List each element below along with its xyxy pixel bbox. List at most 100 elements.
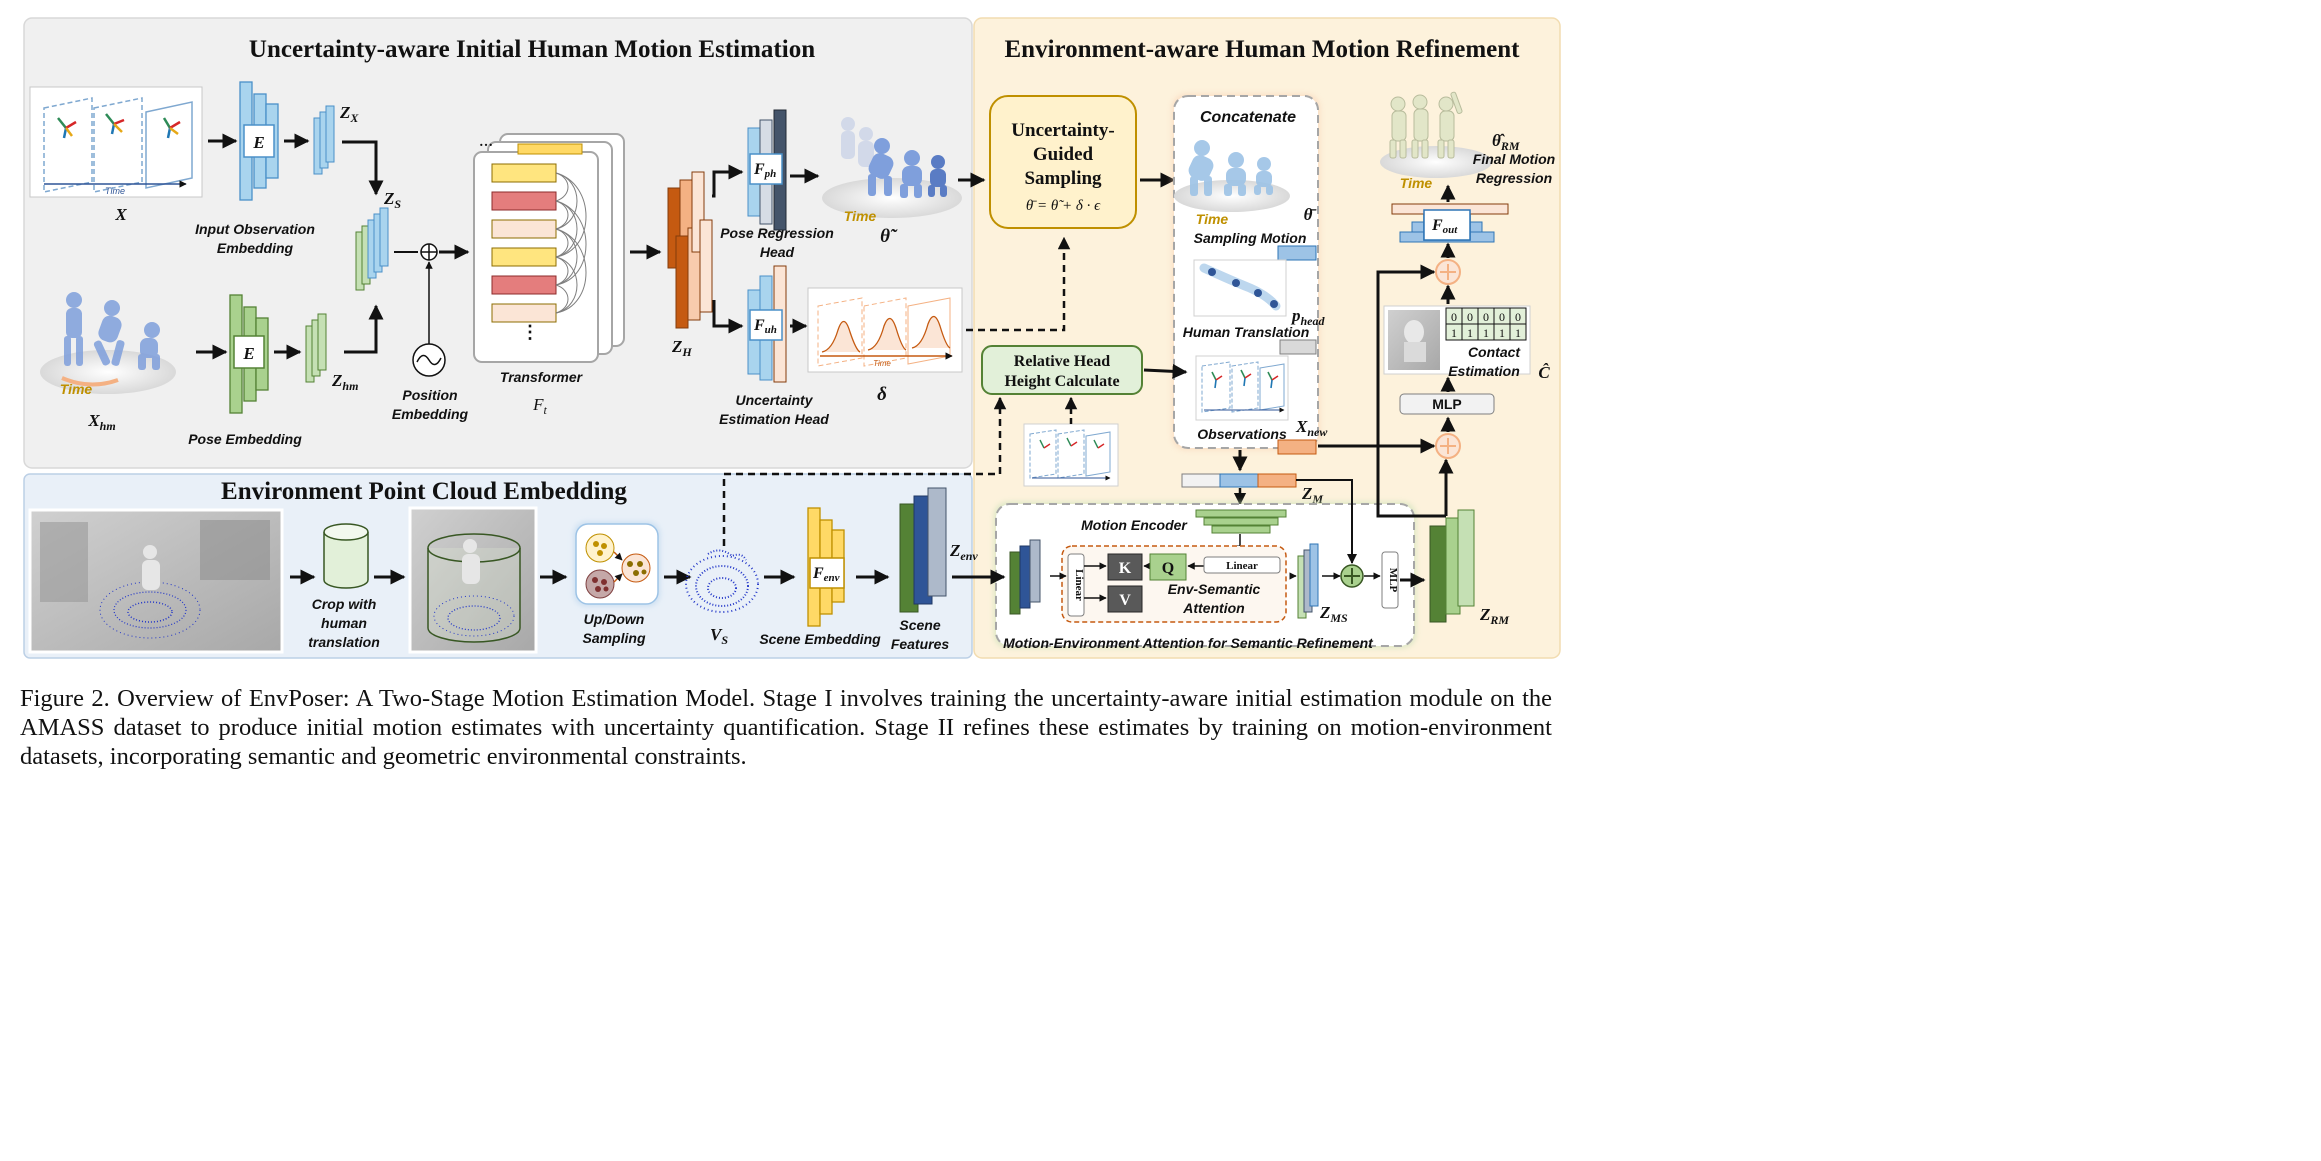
theta-time-label: Time (844, 208, 877, 224)
add-lower-op (1435, 433, 1461, 459)
add-upper-op (1435, 259, 1461, 285)
final-time-label: Time (1400, 175, 1433, 191)
contact-cell-0-2: 0 (1483, 310, 1489, 324)
rel-head-label-1: Relative Head (1014, 353, 1111, 370)
relative-head-height-box: Relative Head Height Calculate (981, 345, 1143, 395)
concatenate-panel: Concatenate Time θ̄ Sampling Motion phea… (1172, 94, 1326, 450)
contact-cell-1-3: 1 (1499, 326, 1505, 340)
crop-label-1: Crop with (312, 596, 377, 612)
pose-encoder: E (229, 294, 269, 414)
k-block (1107, 553, 1143, 581)
scene-feat-label-2: Features (891, 636, 950, 652)
figure-caption: Figure 2. Overview of EnvPoser: A Two-St… (20, 685, 1552, 770)
contact-cell-1-4: 1 (1515, 326, 1521, 340)
zs-label: ZS (383, 189, 401, 211)
p-head-label: phead (1290, 306, 1326, 328)
zhm-feature-block (305, 313, 327, 383)
ugs-formula: θ̄ = θ̃ + δ · ϵ (1026, 198, 1101, 214)
relhead-observation-thumb (1023, 423, 1119, 487)
ugs-label-2: Guided (1033, 144, 1094, 165)
pose-time-label: Time (60, 381, 93, 397)
zenv-label: Zenv (949, 541, 978, 563)
contact-label-1: Contact (1468, 344, 1521, 360)
final-label-2: Regression (1476, 170, 1552, 186)
linear-right (1203, 556, 1281, 574)
contact-cell-0-4: 0 (1515, 310, 1521, 324)
env-title: Environment Point Cloud Embedding (221, 478, 627, 505)
zenv-input-stack (1009, 539, 1041, 615)
vs-label: VS (710, 625, 728, 647)
input-embed-label-2: Embedding (217, 240, 294, 256)
x-new-label: Xnew (1295, 417, 1328, 439)
human-translation-label: Human Translation (1183, 324, 1310, 340)
arrow-zhm-to-zs (344, 304, 384, 354)
contact-cell-0-0: 0 (1451, 310, 1457, 324)
uncertainty-distribution-plot: Time (807, 287, 963, 373)
unc-head-label-2: Estimation Head (719, 411, 829, 427)
input-observation-image: Time (29, 86, 203, 198)
linear-right-label: Linear (1226, 560, 1258, 572)
zms-label: ZMS (1319, 603, 1348, 625)
transformer-block: ⋮ … (473, 133, 625, 363)
dashed-arrow-vs-to-relhead (722, 396, 1007, 546)
rel-head-label-2: Height Calculate (1004, 373, 1119, 390)
motion-encoder-stack (1195, 509, 1287, 534)
zrm-feature-block (1429, 509, 1475, 623)
scene-feat-label-1: Scene (899, 617, 940, 633)
input-time-label: Time (105, 186, 125, 196)
scene-features-block (899, 487, 947, 613)
point-cloud-vs (685, 549, 759, 613)
position-embedding-icon (412, 343, 446, 377)
scene-embedding-encoder: Fenv (807, 507, 845, 627)
mlp-vertical-label: MLP (1387, 568, 1399, 593)
zh-label: ZH (671, 337, 692, 359)
contact-grid: 0 0 0 0 0 1 1 1 1 1 (1445, 307, 1527, 341)
delta-time-label: Time (873, 359, 891, 368)
translation-token (1279, 339, 1317, 355)
zs-feature-block (355, 207, 389, 291)
pose-reg-label-1: Pose Regression (720, 225, 834, 241)
q-block (1149, 553, 1187, 581)
pose-reg-label-2: Head (760, 244, 795, 260)
scene-embed-label: Scene Embedding (759, 631, 881, 647)
initial-motion-figure (822, 117, 962, 218)
contact-cell-0-3: 0 (1499, 310, 1505, 324)
envposer-diagram: Uncertainty-aware Initial Human Motion E… (23, 17, 1561, 659)
env-sem-label-1: Env-Semantic (1168, 581, 1261, 597)
add-positional-op (420, 243, 438, 261)
contact-label-2: Estimation (1448, 363, 1520, 379)
crop-label-2: human (321, 615, 367, 631)
zh-feature-block (667, 171, 713, 329)
c-hat-label: Ĉ (1538, 363, 1550, 382)
residual-add-op (1340, 564, 1364, 588)
transformer-dots: ⋮ (521, 322, 539, 342)
crop-label-3: translation (308, 634, 380, 650)
unc-head-label-1: Uncertainty (735, 392, 813, 408)
delta-label: δ (877, 384, 887, 405)
ft-label: Ft (532, 395, 547, 417)
fout-block: Fout (1391, 203, 1509, 243)
stage1-title: Uncertainty-aware Initial Human Motion E… (249, 36, 815, 63)
updown-label-2: Sampling (582, 630, 645, 646)
concat-time-label: Time (1196, 211, 1229, 227)
x-new-token (1277, 439, 1317, 455)
q-label: Q (1162, 560, 1174, 577)
contact-cell-1-2: 1 (1483, 326, 1489, 340)
scene-image-cropped (408, 506, 538, 654)
zm-token-row (1181, 473, 1297, 488)
pose-encoder-letter: E (242, 344, 254, 363)
up-down-sampling-icon (574, 522, 660, 606)
input-encoder-letter: E (252, 133, 264, 152)
arrow-zx-to-zs (342, 140, 384, 196)
mea-title: Motion-Environment Attention for Semanti… (1003, 635, 1374, 651)
contact-cell-1-0: 1 (1451, 326, 1457, 340)
sampling-motion-label: Sampling Motion (1194, 230, 1307, 246)
zrm-label: ZRM (1479, 605, 1509, 627)
crop-cylinder-icon (323, 523, 369, 589)
observations-label: Observations (1197, 426, 1287, 442)
zms-feature-block (1297, 543, 1319, 619)
final-label-1: Final Motion (1473, 151, 1555, 167)
xhm-label: Xhm (87, 411, 115, 433)
ugs-label-1: Uncertainty- (1011, 120, 1114, 141)
fph-label: Fph (753, 161, 776, 180)
